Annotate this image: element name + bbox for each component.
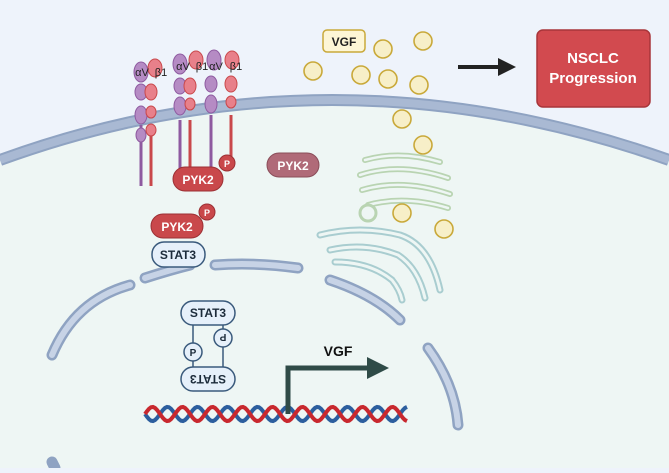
alpha-head — [206, 49, 222, 71]
phospho-badge — [213, 328, 233, 348]
golgi-vesicle — [358, 203, 378, 223]
beta-domain — [224, 75, 238, 93]
arrow-shaft — [285, 365, 370, 414]
er-lumen — [318, 228, 442, 302]
golgi-lumen-line — [363, 154, 442, 164]
alpha-domain — [134, 105, 148, 125]
vesicle — [392, 203, 412, 223]
integrin-alpha-label: αV — [209, 61, 223, 73]
dna-strand-blue — [143, 404, 408, 424]
pyk2-stat3-complex: PYK2 P STAT3 — [150, 203, 216, 268]
stat3-pill — [180, 300, 236, 326]
phospho-badge — [183, 342, 203, 362]
nuclear-envelope-inner-segment — [327, 277, 403, 323]
vesicle — [413, 31, 433, 51]
vgf-box-text: VGF — [332, 35, 357, 49]
phospho-label: P — [204, 208, 210, 218]
golgi-lumen-line — [360, 183, 452, 196]
integrin-alphav-beta1: αV β1 — [133, 58, 167, 186]
beta-domain — [145, 105, 157, 119]
pyk2-label: PYK2 — [277, 159, 309, 173]
vesicle — [303, 61, 323, 81]
arrow-head — [498, 58, 516, 76]
nuclear-envelope-inner-segment — [425, 345, 461, 428]
beta-domain — [145, 123, 157, 137]
phospho-badge — [198, 203, 216, 221]
stat3-label-flipped: STAT3 — [190, 372, 227, 386]
er-lumen-line — [333, 260, 404, 302]
phospho-label-flipped: P — [219, 331, 226, 342]
beta-head — [188, 50, 204, 70]
nuclear-envelope-inner-segment — [212, 261, 301, 271]
outcome-box — [536, 29, 651, 108]
vgf-box — [322, 29, 366, 53]
pyk2-label: PYK2 — [182, 173, 214, 187]
alpha-domain — [173, 96, 187, 116]
dna-double-helix — [143, 404, 408, 424]
er-lumen-line — [328, 245, 427, 300]
plasma-membrane — [0, 96, 669, 164]
beta-domain — [184, 97, 196, 111]
integrin-beta-label: β1 — [155, 67, 167, 79]
nuclear-envelope-inner-segment — [49, 282, 133, 358]
nuclear-envelope-segment — [46, 456, 61, 473]
stat3-pill — [151, 241, 206, 268]
promotes-arrow — [458, 58, 516, 76]
beta-domain — [183, 77, 197, 95]
vgf-vesicles — [303, 31, 454, 239]
nuclear-envelope-inner — [49, 261, 461, 428]
integrin-alphav-beta1: αV β1 — [172, 50, 208, 172]
integrin-alpha-label: αV — [176, 61, 190, 73]
nsclc-progression-box: NSCLC Progression — [536, 29, 651, 108]
vesicle — [413, 135, 433, 155]
pyk2-pill — [172, 166, 224, 192]
pyk2-label: PYK2 — [161, 220, 193, 234]
integrin-beta-label: β1 — [196, 61, 208, 73]
outcome-line-1: NSCLC — [567, 50, 619, 67]
integrin-alpha-label: αV — [135, 67, 149, 79]
integrin-beta-label: β1 — [230, 61, 242, 73]
golgi-lumen — [358, 154, 452, 210]
stat3-label: STAT3 — [160, 248, 197, 262]
er-lumen-line — [318, 228, 442, 292]
alpha-head — [172, 53, 188, 75]
stat3-dimer: STAT3 P P STAT3 — [180, 300, 236, 392]
stat3-pill — [180, 366, 236, 392]
phospho-label: P — [190, 348, 197, 359]
gene-label: VGF — [324, 343, 353, 359]
stat3-label: STAT3 — [190, 306, 227, 320]
alpha-domain — [135, 127, 147, 143]
alpha-head — [133, 61, 149, 83]
transcription-start-arrow: VGF — [285, 343, 389, 414]
vgf-protein-label: VGF — [322, 29, 366, 53]
alpha-domain — [204, 94, 218, 114]
dna-strand-red — [143, 404, 408, 424]
pyk2-free: PYK2 — [266, 152, 320, 178]
golgi-lumen-line — [366, 199, 450, 210]
vesicle — [392, 109, 412, 129]
beta-head — [147, 58, 163, 78]
vesicle — [378, 69, 398, 89]
integrin-alphav-beta1: αV β1 — [204, 49, 242, 172]
vesicle — [373, 39, 393, 59]
outcome-line-2: Progression — [549, 70, 637, 87]
phospho-label: P — [224, 159, 230, 169]
arrow-head — [367, 357, 389, 379]
vesicle — [351, 65, 371, 85]
alpha-domain — [204, 75, 218, 93]
beta-head — [224, 50, 240, 70]
phospho-badge — [218, 154, 236, 172]
vesicle — [409, 75, 429, 95]
beta-domain — [144, 83, 158, 101]
golgi-lumen-line — [358, 167, 450, 180]
pyk2-membrane-complex: PYK2 P — [172, 154, 236, 192]
vesicle — [434, 219, 454, 239]
pyk2-pill — [150, 213, 204, 239]
pyk2-pill — [266, 152, 320, 178]
beta-domain — [225, 95, 237, 109]
